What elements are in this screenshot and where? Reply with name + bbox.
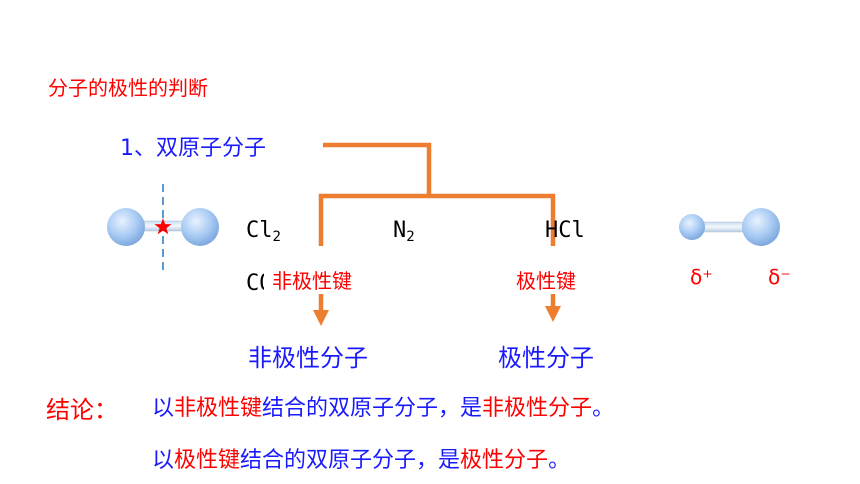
delta-plus-label: δ⁺ (690, 265, 713, 289)
polar-molecule-label: 极性分子 (498, 344, 594, 372)
conclusion-label: 结论： (46, 396, 118, 424)
center-star-icon (154, 218, 172, 235)
polar-bond-label: 极性键 (514, 265, 578, 294)
nonpolar-bond-label: 非极性键 (270, 265, 354, 294)
polar-molecule-model (679, 208, 780, 246)
formula-co: CO (246, 271, 264, 296)
formula-n2: N2 (393, 218, 415, 245)
page-title: 分子的极性的判断 (48, 76, 208, 100)
arrow-down-icon (545, 306, 561, 322)
conclusion-line-1: 以非极性键结合的双原子分子，是非极性分子。 (152, 396, 615, 421)
formula-cl2: Cl2 (246, 218, 281, 245)
conclusion-line-2: 以极性键结合的双原子分子，是极性分子。 (152, 448, 571, 473)
formula-hcl: HCl (545, 218, 585, 243)
delta-minus-label: δ⁻ (768, 265, 791, 289)
nonpolar-molecule-label: 非极性分子 (248, 344, 368, 372)
arrow-down-icon (313, 310, 329, 326)
section-subtitle: 1、双原子分子 (120, 136, 266, 161)
nonpolar-molecule-model (107, 184, 219, 270)
classification-bracket (318, 142, 556, 312)
